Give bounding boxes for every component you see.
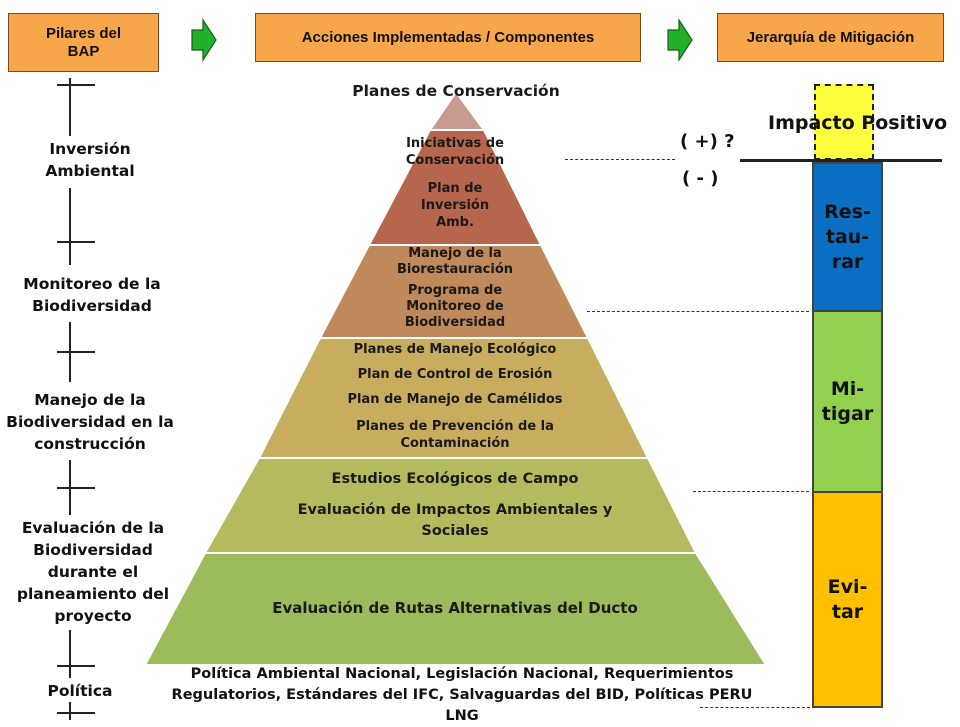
pillar-inversion-label: Inversión Ambiental	[45, 140, 135, 180]
pillar-tick	[57, 241, 95, 243]
pillar-manejo: Manejo de la Biodiversidad en la constru…	[6, 389, 174, 455]
pillar-tick	[57, 665, 95, 667]
tier1-text: Iniciativas de Conservación	[405, 136, 505, 168]
zero-baseline	[740, 159, 942, 162]
tier4-item: Estudios Ecológicos de Campo	[331, 471, 579, 487]
tier2-text: Programa de Monitoreo de Biodiversidad	[404, 283, 506, 330]
pillar-connector	[69, 78, 71, 136]
pillar-tick	[57, 351, 95, 353]
positive-impact-label: Impacto Positivo	[768, 112, 948, 134]
tier1-item: Iniciativas de Conservación	[370, 135, 540, 169]
tier2-item: Manejo de la Biorestauración	[380, 246, 530, 278]
pillar-connector	[69, 702, 71, 720]
avoid-box: Evi- tar	[812, 491, 883, 708]
header-actions: Acciones Implementadas / Componentes	[255, 13, 641, 62]
tier4-text: Evaluación de Impactos Ambientales y Soc…	[297, 502, 613, 539]
dashed-connector	[565, 159, 675, 160]
tier2-item: Programa de Monitoreo de Biodiversidad	[380, 283, 530, 331]
pillar-evaluacion: Evaluación de la Biodiversidad durante e…	[8, 517, 178, 627]
mitigate-label: Mi- tigar	[821, 377, 874, 425]
dashed-connector	[700, 707, 810, 708]
header-hierarchy-label: Jerarquía de Mitigación	[746, 28, 915, 46]
pyramid-apex-label: Planes de Conservación	[352, 82, 560, 100]
tier3-text: Planes de Prevención de la Contaminación	[356, 419, 554, 451]
header-hierarchy: Jerarquía de Mitigación	[717, 13, 944, 62]
pyramid-tier-5	[143, 552, 768, 666]
negative-sign: ( - )	[682, 168, 719, 189]
tier3-item: Plan de Control de Erosión	[357, 367, 553, 382]
tier3-item: Plan de Manejo de Camélidos	[347, 392, 563, 407]
mitigate-box: Mi- tigar	[812, 310, 883, 493]
dashed-connector	[693, 491, 809, 492]
dashed-connector	[587, 311, 809, 312]
pillar-tick	[57, 84, 95, 86]
pillar-manejo-label: Manejo de la Biodiversidad en la constru…	[6, 391, 174, 453]
arrow-right-icon	[191, 18, 217, 62]
header-pillars: Pilares del BAP	[8, 13, 159, 72]
tier2-text: Manejo de la Biorestauración	[396, 246, 514, 277]
header-pillars-label: Pilares del BAP	[45, 24, 122, 60]
pillar-politica: Política	[20, 680, 140, 702]
tier5-item: Evaluación de Rutas Alternativas del Duc…	[272, 599, 638, 617]
restore-label: Res- tau- rar	[824, 200, 871, 273]
pillar-politica-label: Política	[47, 682, 113, 700]
restore-box: Res- tau- rar	[812, 162, 883, 312]
policy-base-label: Política Ambiental Nacional, Legislación…	[171, 666, 753, 724]
pillar-connector	[69, 630, 71, 678]
pillar-connector	[69, 188, 71, 265]
pillar-tick	[57, 712, 95, 714]
tier3-item: Planes de Prevención de la Contaminación	[345, 418, 565, 452]
tier1-text: Plan de Inversión Amb.	[420, 181, 490, 230]
avoid-label: Evi- tar	[827, 575, 868, 623]
pillar-tick	[57, 487, 95, 489]
arrow-right-icon	[667, 18, 693, 62]
tier1-item: Plan de Inversión Amb.	[400, 180, 510, 231]
header-actions-label: Acciones Implementadas / Componentes	[301, 28, 595, 46]
tier3-item: Planes de Manejo Ecológico	[353, 342, 557, 357]
pillar-inversion: Inversión Ambiental	[20, 138, 160, 182]
pillar-monitoreo: Monitoreo de la Biodiversidad	[8, 273, 176, 317]
pillar-monitoreo-label: Monitoreo de la Biodiversidad	[23, 275, 161, 315]
tier4-item: Evaluación de Impactos Ambientales y Soc…	[285, 500, 625, 542]
positive-sign: ( +) ?	[680, 131, 735, 152]
pillar-evaluacion-label: Evaluación de la Biodiversidad durante e…	[16, 519, 170, 625]
policy-base-text: Política Ambiental Nacional, Legislación…	[162, 664, 762, 727]
